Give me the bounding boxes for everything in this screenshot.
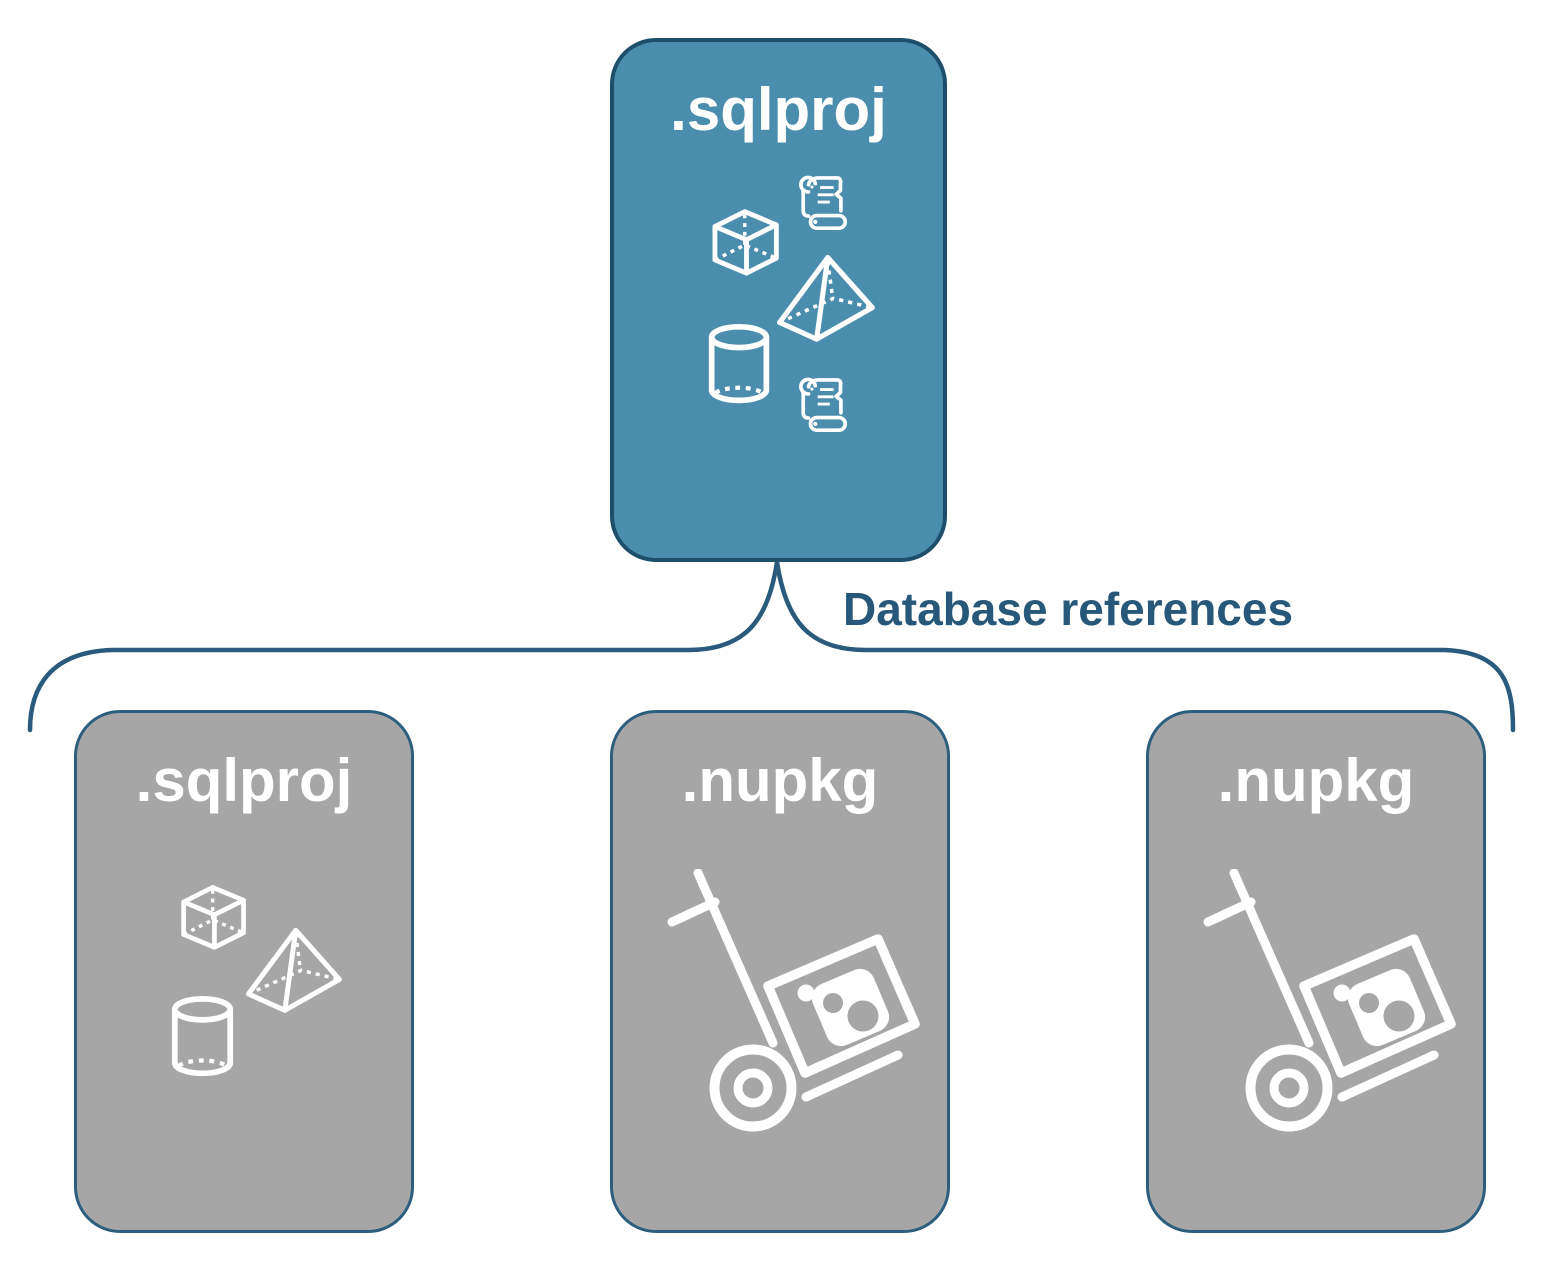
database-cylinder-icon xyxy=(169,996,236,1080)
cube-icon xyxy=(168,878,254,955)
child-node-title: .nupkg xyxy=(681,747,879,814)
root-node-title: .sqlproj xyxy=(670,76,887,143)
child-node-title: .sqlproj xyxy=(135,747,353,814)
database-cylinder-icon xyxy=(706,324,772,407)
pyramid-icon xyxy=(243,923,343,1014)
node-nupkg-child-1: .nupkg xyxy=(610,710,950,1233)
child-node-title: .nupkg xyxy=(1217,747,1415,814)
package-dolly-icon xyxy=(1202,869,1457,1161)
package-dolly-icon xyxy=(666,869,921,1161)
sql-script-icon xyxy=(795,172,853,236)
connector-label: Database references xyxy=(843,583,1294,635)
node-nupkg-child-2: .nupkg xyxy=(1146,710,1486,1233)
node-sqlproj-child: .sqlproj xyxy=(74,710,414,1233)
sql-script-icon xyxy=(795,374,853,438)
node-sqlproj-root: .sqlproj xyxy=(610,38,947,562)
pyramid-icon xyxy=(774,250,876,343)
